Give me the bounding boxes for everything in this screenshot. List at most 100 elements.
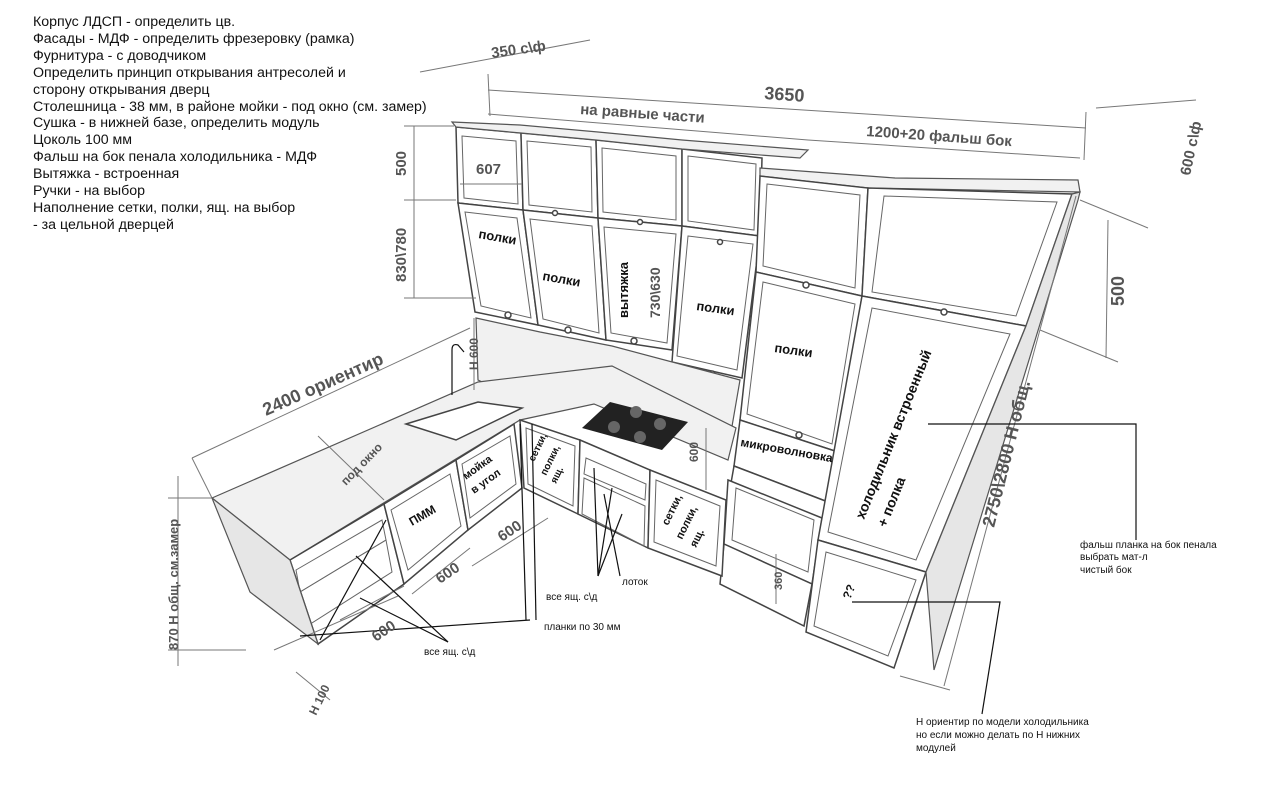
countertop [210,365,737,561]
annotations: все ящ. с\д все ящ. с\д планки по 30 мм … [424,539,1217,754]
column1-mezz-panel [762,183,861,289]
dim-600a: 600 [369,617,399,645]
dim-line-600a [273,595,399,651]
hood-cab [597,217,683,351]
dim-line [1095,99,1197,109]
column1-door-panel [746,281,856,445]
base-side [210,496,320,646]
note-line: Сушка - в нижней базе, определить модуль [33,115,320,132]
dimension-lines [168,39,1197,701]
note-horient-3: модулей [916,743,956,754]
knob [802,281,810,289]
dim-line [1079,199,1149,229]
hob-drawer-2 [581,477,646,547]
tall-columns [719,167,1081,671]
dim-line [317,435,385,501]
note-line: сторону открывания дверц [33,81,210,98]
wall-cab-4-panel [676,235,754,371]
dim-line-600b [411,547,471,595]
leader-falsh [928,423,1137,540]
dim-730: 730\630 [647,267,663,318]
knob [940,308,948,316]
leader [519,423,527,621]
burner [634,431,646,443]
note-horient-1: Н ориентир по модели холодильника [916,717,1089,728]
note-tray: лоток [622,577,648,588]
burner [654,418,666,430]
mezzanine-2-panel [526,140,593,213]
burner [630,406,642,418]
note-falsh-3: чистый бок [1080,564,1132,576]
dim-1200: 1200+20 фальш бок [866,123,1013,150]
oven-window [731,487,815,573]
dim-2400: 2400 ориентир [259,349,386,420]
note-line: Цоколь 100 мм [33,132,133,149]
label-polki-2: полки [541,268,581,289]
label-polki-1: полки [477,226,517,247]
base-right-1-panel [525,427,576,507]
wall-cab-1-panel [464,211,532,319]
base-right-3 [647,468,727,578]
knob [564,326,572,334]
dim-600sf: 600 с\ф [1177,120,1205,177]
fridge-door-panel [827,307,1011,561]
note-line: - за цельной дверцей [33,216,174,233]
note-planki: планки по 30 мм [544,622,621,633]
mezzanine-4 [681,148,763,237]
knob [795,431,803,439]
dim-600b: 600 [433,559,463,587]
dim-line-2750 [943,195,1077,687]
hob-base [577,438,651,550]
note-line: Вытяжка - встроенная [33,166,180,183]
dim-line [295,671,331,701]
dim-h600: Н 600 [467,338,481,370]
hood-cab-panel [603,226,677,344]
dim-line [419,39,591,73]
hob-drawer-1 [583,457,647,501]
leader [355,555,449,643]
leader [603,493,621,577]
wall-cab-4 [671,225,761,379]
fridge-side [925,191,1081,671]
dim-line-3650 [487,89,1087,129]
base-right-3-panel [653,479,721,567]
dim-line [487,113,809,141]
label-unknown: ?? [840,582,858,601]
sink [403,401,525,441]
fridge-bottom-panel [813,551,917,657]
wall-cab-2-panel [529,218,600,334]
label-polki-3: полки [696,298,736,318]
note-line: Фасады - МДФ - определить фрезеровку (ра… [33,30,355,47]
dim-line [899,675,951,691]
knob [504,311,512,319]
mezzanine-3-panel [601,147,677,221]
leader-horient [852,601,1001,715]
leader [359,597,449,643]
note-all-drawers-mid: все ящ. с\д [546,592,598,603]
leader-lines [299,423,1137,715]
dim-350: 350 с\ф [490,37,547,61]
label-polki-4: полки [774,340,814,360]
knob [716,238,724,246]
knob [551,209,559,217]
leader [531,423,537,621]
note-all-drawers-left: все ящ. с\д [424,647,476,658]
leader [319,519,387,641]
faucet [451,343,465,395]
dim-line [1083,111,1087,161]
upper-cabinets [450,121,810,379]
dim-line-600c [471,517,549,567]
spec-notes: Корпус ЛДСП - определить цв. Фасады - МД… [33,14,427,234]
knob [630,337,638,345]
dim-3650: 3650 [764,83,805,106]
dim-500-right: 500 [1108,276,1128,306]
burner [608,421,620,433]
dim-line [487,73,491,117]
dim-607: 607 [476,161,501,178]
mezzanine-4-panel [687,155,757,231]
dim-830: 830\780 [393,228,410,282]
dim-500-top: 500 [393,151,410,176]
dim-line-1200 [807,139,1081,159]
dim-360: 360 [773,572,785,590]
